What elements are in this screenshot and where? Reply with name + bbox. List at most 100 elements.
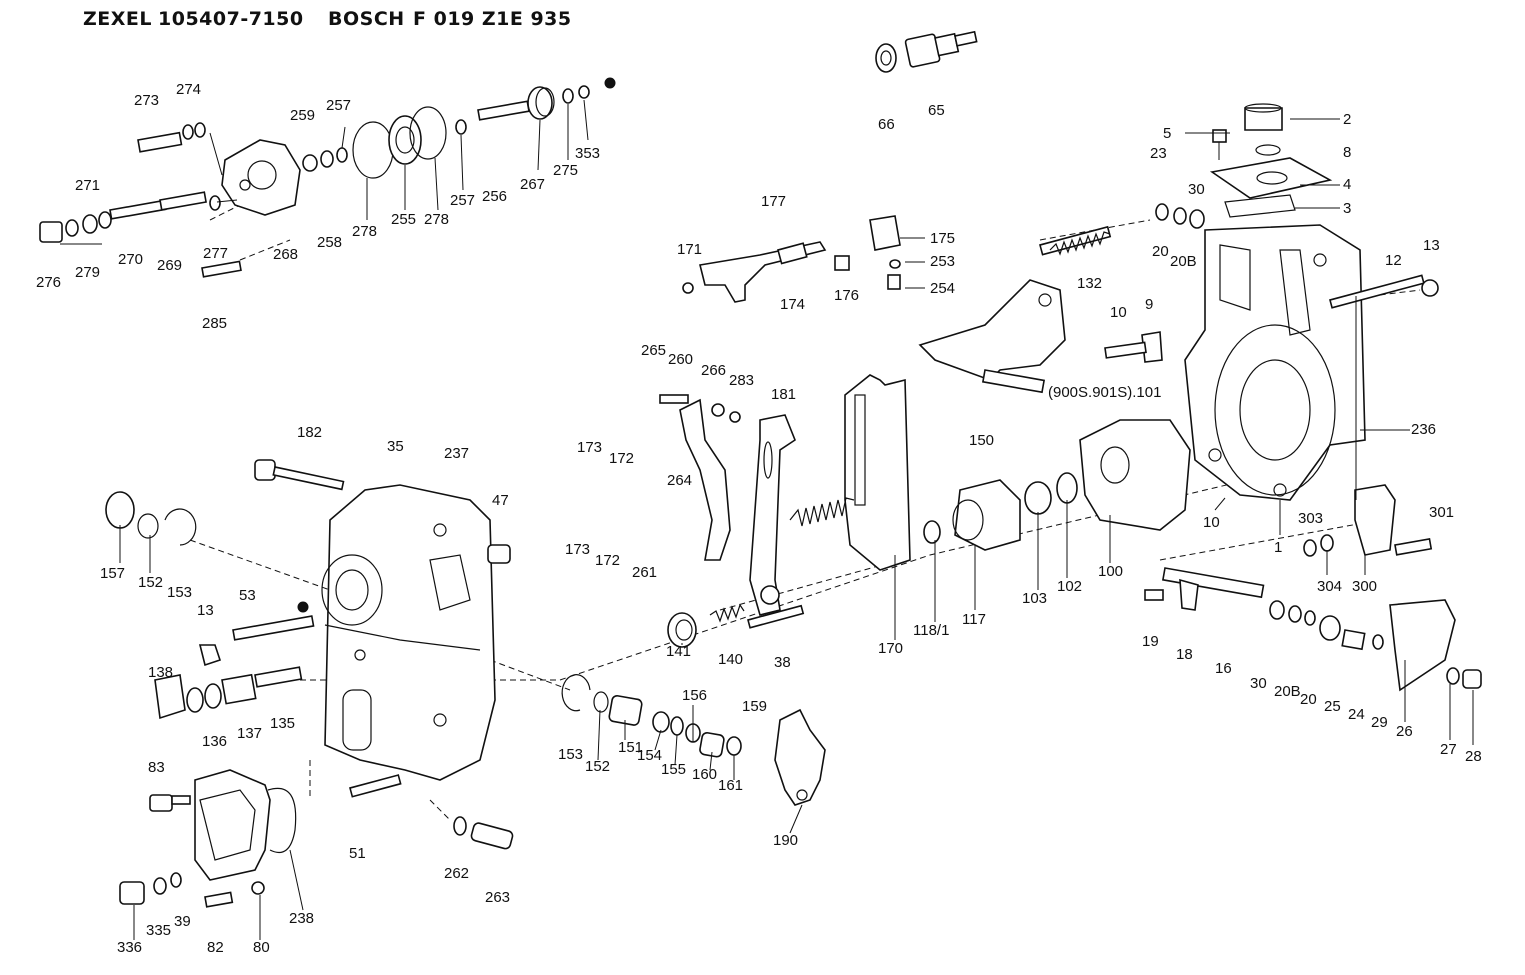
callout-30: 30 xyxy=(1188,181,1205,198)
callout-277: 277 xyxy=(203,245,229,262)
callout-175: 175 xyxy=(930,230,956,247)
callout-301: 301 xyxy=(1429,504,1455,521)
callout-138: 138 xyxy=(148,664,174,681)
callout-173-a: 173 xyxy=(577,439,603,456)
callout-24: 24 xyxy=(1348,706,1365,723)
callout-260: 260 xyxy=(668,351,694,368)
plate-170 xyxy=(789,374,911,571)
callout-51: 51 xyxy=(349,845,366,862)
callout-152-b: 152 xyxy=(585,758,611,775)
governor-linkage-top xyxy=(682,215,901,303)
callout-26: 26 xyxy=(1396,723,1413,740)
callout-335: 335 xyxy=(146,922,172,939)
callout-38: 38 xyxy=(774,654,791,671)
callout-25: 25 xyxy=(1324,698,1341,715)
lever-260 xyxy=(659,394,741,561)
header-brand-bosch: BOSCH xyxy=(328,8,405,30)
callout-156: 156 xyxy=(682,687,708,704)
left-fittings xyxy=(105,491,197,546)
piston-parts xyxy=(561,674,826,806)
callout-283: 283 xyxy=(729,372,755,389)
callout-155: 155 xyxy=(661,761,687,778)
delivery-valve-parts xyxy=(875,30,978,73)
callout-39: 39 xyxy=(174,913,191,930)
callout-255: 255 xyxy=(391,211,417,228)
callout-278-b: 278 xyxy=(424,211,450,228)
callout-257-b: 257 xyxy=(450,192,476,209)
callout-19: 19 xyxy=(1142,633,1159,650)
lever-181 xyxy=(749,414,796,616)
callout-100: 100 xyxy=(1098,563,1124,580)
callout-117: 117 xyxy=(962,611,986,628)
callout-141: 141 xyxy=(666,643,692,660)
callout-300: 300 xyxy=(1352,578,1378,595)
leader-lines xyxy=(60,99,1474,940)
callout-101: (900S.901S).101 xyxy=(1048,384,1162,401)
callout-274: 274 xyxy=(176,81,202,98)
lever-150 xyxy=(918,279,1066,394)
callout-27: 27 xyxy=(1440,741,1457,758)
callout-258: 258 xyxy=(317,234,343,251)
pump-body-main xyxy=(254,459,511,781)
callout-285: 285 xyxy=(202,315,228,332)
callout-20b-b: 20B xyxy=(1274,683,1301,700)
idle-spring-parts xyxy=(667,603,805,648)
callout-256: 256 xyxy=(482,188,508,205)
callout-174: 174 xyxy=(780,296,806,313)
callout-261: 261 xyxy=(632,564,658,581)
callout-157: 157 xyxy=(100,565,126,582)
callout-275: 275 xyxy=(553,162,579,179)
callout-276: 276 xyxy=(36,274,62,291)
callout-153-b: 153 xyxy=(558,746,584,763)
callout-1: 1 xyxy=(1274,539,1283,556)
callout-173-b: 173 xyxy=(565,541,591,558)
callout-140: 140 xyxy=(718,651,744,668)
callout-136: 136 xyxy=(202,733,228,750)
lever-300 xyxy=(1303,484,1433,557)
cam-assembly xyxy=(923,419,1191,551)
callout-82: 82 xyxy=(207,939,224,956)
callout-303: 303 xyxy=(1298,510,1324,527)
callout-160: 160 xyxy=(692,766,718,783)
callout-237: 237 xyxy=(444,445,470,462)
callout-181: 181 xyxy=(771,386,797,403)
callout-10-b: 10 xyxy=(1203,514,1220,531)
callout-12: 12 xyxy=(1385,252,1402,269)
callout-336: 336 xyxy=(117,939,143,956)
callout-10: 10 xyxy=(1110,304,1127,321)
callout-103: 103 xyxy=(1022,590,1048,607)
callout-137: 137 xyxy=(237,725,263,742)
governor-cover-assembly xyxy=(39,77,616,278)
callout-150: 150 xyxy=(969,432,995,449)
callout-153: 153 xyxy=(167,584,193,601)
callout-132: 132 xyxy=(1077,275,1103,292)
callout-28: 28 xyxy=(1465,748,1482,765)
callout-171: 171 xyxy=(677,241,703,258)
callout-8: 8 xyxy=(1343,144,1352,161)
callout-16: 16 xyxy=(1215,660,1232,677)
callout-172-b: 172 xyxy=(595,552,621,569)
callout-170: 170 xyxy=(878,640,904,657)
callout-80: 80 xyxy=(253,939,270,956)
callout-236: 236 xyxy=(1411,421,1437,438)
callout-254: 254 xyxy=(930,280,956,297)
callout-259: 259 xyxy=(290,107,316,124)
adjusting-screw-parts xyxy=(154,615,315,720)
callout-304: 304 xyxy=(1317,578,1343,595)
callout-353: 353 xyxy=(575,145,601,162)
callout-20: 20 xyxy=(1152,243,1169,260)
spring-132 xyxy=(1049,231,1111,256)
callout-257: 257 xyxy=(326,97,352,114)
callout-35: 35 xyxy=(387,438,404,455)
stop-lever-parts xyxy=(1269,599,1482,692)
callout-238: 238 xyxy=(289,910,315,927)
callout-13: 13 xyxy=(1423,237,1440,254)
callout-177: 177 xyxy=(761,193,787,210)
callout-47: 47 xyxy=(492,492,509,509)
callout-9: 9 xyxy=(1145,296,1154,313)
callout-20b: 20B xyxy=(1170,253,1197,270)
callout-268: 268 xyxy=(273,246,299,263)
bracket-9-bolt-10 xyxy=(1104,331,1163,363)
callout-18: 18 xyxy=(1176,646,1193,663)
